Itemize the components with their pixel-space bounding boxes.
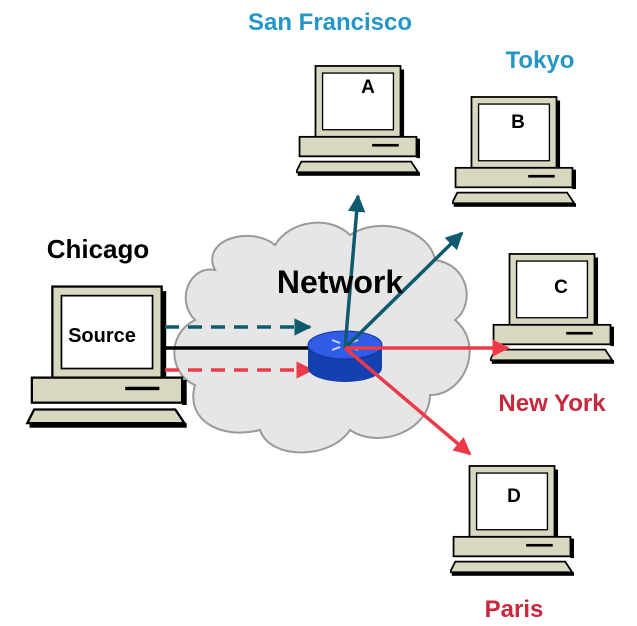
arrow-to-paris [343, 346, 472, 456]
label-paris: Paris [485, 596, 544, 621]
host-label-b: B [511, 112, 525, 133]
computer-san-francisco: A [296, 64, 420, 177]
host-label-a: A [361, 77, 375, 98]
computer-icon [296, 64, 420, 177]
arrow-to-tokyo [343, 231, 464, 350]
label-san-francisco: San Francisco [248, 9, 412, 36]
router-icon [307, 330, 383, 382]
computer-paris: D [450, 464, 574, 577]
computer-chicago-source: Source [26, 285, 188, 429]
host-label-d: D [507, 486, 521, 507]
computer-icon [490, 252, 614, 365]
arrow-to-san-francisco [343, 194, 366, 349]
host-label-c: C [554, 277, 568, 298]
computer-tokyo: B [452, 95, 576, 208]
computer-icon [450, 464, 574, 577]
label-chicago: Chicago [47, 234, 150, 264]
computer-icon [26, 285, 188, 429]
computer-new-york: C [490, 252, 614, 365]
label-network: Network [277, 264, 403, 300]
label-tokyo: Tokyo [506, 47, 575, 74]
label-new-york: New York [498, 390, 606, 417]
host-label-source: Source [68, 325, 136, 347]
